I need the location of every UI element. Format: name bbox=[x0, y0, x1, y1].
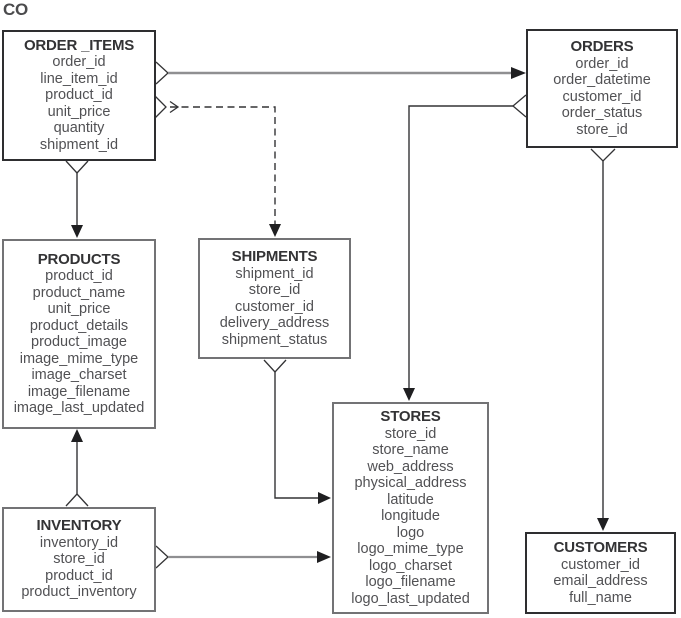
field-customer-id: customer_id bbox=[235, 298, 314, 315]
field-logo-last-updated: logo_last_updated bbox=[351, 590, 470, 607]
relationship-inventory-products[interactable] bbox=[65, 429, 89, 507]
field-email-address: email_address bbox=[553, 573, 648, 589]
crow-foot-icon[interactable] bbox=[154, 95, 167, 119]
relationship-line[interactable] bbox=[274, 372, 323, 499]
crow-foot-icon[interactable] bbox=[155, 545, 169, 569]
field-latitude: latitude bbox=[387, 491, 434, 508]
field-quantity: quantity bbox=[53, 120, 105, 137]
field-product-id: product_id bbox=[45, 268, 113, 284]
relationship-orders-stores[interactable] bbox=[403, 94, 527, 401]
field-product-image: product_image bbox=[31, 334, 127, 350]
crow-foot-icon[interactable] bbox=[155, 61, 169, 85]
arrowhead-icon[interactable] bbox=[269, 224, 281, 237]
entity-title: PRODUCTS bbox=[37, 250, 121, 268]
field-line-item-id: line_item_id bbox=[40, 70, 118, 87]
field-delivery-address: delivery_address bbox=[219, 315, 330, 331]
field-logo-charset: logo_charset bbox=[368, 557, 453, 574]
field-product-id: product_id bbox=[45, 87, 113, 104]
field-customer-id: customer_id bbox=[562, 88, 642, 105]
entity-orders[interactable]: ORDERS order_id order_datetime customer_… bbox=[526, 29, 678, 148]
entity-title: CUSTOMERS bbox=[553, 539, 648, 556]
field-shipment-id: shipment_id bbox=[235, 265, 314, 282]
field-web-address: web_address bbox=[367, 458, 454, 475]
field-shipment-status: shipment_status bbox=[221, 331, 328, 348]
field-image-mime-type: image_mime_type bbox=[19, 350, 139, 367]
entity-title: ORDERS bbox=[570, 38, 634, 55]
diagram-title: CO bbox=[3, 0, 28, 19]
field-product-details: product_details bbox=[29, 317, 129, 334]
field-image-last-updated: image_last_updated bbox=[13, 400, 145, 416]
relationship-inventory-stores[interactable] bbox=[155, 545, 331, 569]
field-product-id: product_id bbox=[45, 567, 113, 584]
relationship-shipments-stores[interactable] bbox=[263, 359, 331, 504]
field-order-status: order_status bbox=[561, 105, 643, 121]
field-image-filename: image_filename bbox=[27, 383, 131, 400]
relationship-order-items-shipments[interactable] bbox=[154, 95, 281, 237]
arrowhead-icon[interactable] bbox=[71, 429, 83, 442]
crow-foot-icon[interactable] bbox=[263, 359, 287, 373]
field-order-datetime: order_datetime bbox=[553, 72, 651, 88]
entity-title: INVENTORY bbox=[36, 517, 122, 535]
crow-foot-icon[interactable] bbox=[65, 493, 89, 507]
field-order-id: order_id bbox=[575, 55, 629, 72]
field-unit-price: unit_price bbox=[47, 103, 111, 120]
field-store-id: store_id bbox=[576, 121, 628, 138]
entity-shipments[interactable]: SHIPMENTS shipment_id store_id customer_… bbox=[198, 238, 351, 359]
field-logo-filename: logo_filename bbox=[365, 574, 456, 590]
field-logo-mime-type: logo_mime_type bbox=[357, 541, 464, 557]
field-store-name: store_name bbox=[372, 442, 449, 458]
field-product-inventory: product_inventory bbox=[21, 584, 137, 601]
crow-foot-icon[interactable] bbox=[65, 160, 89, 174]
relationship-order-items-products[interactable] bbox=[65, 160, 89, 238]
entity-title: ORDER _ITEMS bbox=[23, 36, 135, 54]
crow-foot-icon[interactable] bbox=[590, 148, 616, 162]
relationship-line[interactable] bbox=[170, 106, 276, 229]
field-full-name: full_name bbox=[569, 589, 632, 606]
field-customer-id: customer_id bbox=[561, 556, 640, 573]
entity-order-items[interactable]: ORDER _ITEMS order_id line_item_id produ… bbox=[2, 30, 156, 161]
entity-products[interactable]: PRODUCTS product_id product_name unit_pr… bbox=[2, 239, 156, 429]
field-product-name: product_name bbox=[32, 284, 126, 301]
relationship-line[interactable] bbox=[408, 105, 513, 393]
open-arrow-icon[interactable] bbox=[169, 100, 180, 114]
field-order-id: order_id bbox=[52, 54, 106, 71]
field-logo: logo bbox=[396, 524, 425, 541]
field-shipment-id: shipment_id bbox=[39, 136, 119, 153]
entity-stores[interactable]: STORES store_id store_name web_address p… bbox=[332, 402, 489, 614]
field-store-id: store_id bbox=[384, 425, 437, 442]
entity-title: SHIPMENTS bbox=[231, 248, 318, 265]
arrowhead-icon[interactable] bbox=[511, 67, 526, 79]
arrowhead-icon[interactable] bbox=[71, 225, 83, 238]
field-store-id: store_id bbox=[53, 551, 105, 568]
arrowhead-icon[interactable] bbox=[403, 388, 415, 401]
arrowhead-icon[interactable] bbox=[597, 518, 609, 531]
field-unit-price: unit_price bbox=[47, 301, 111, 317]
field-inventory-id: inventory_id bbox=[39, 534, 119, 551]
crow-foot-icon[interactable] bbox=[511, 94, 527, 118]
field-store-id: store_id bbox=[248, 282, 301, 298]
entity-title: STORES bbox=[380, 408, 441, 425]
field-longitude: longitude bbox=[381, 508, 440, 524]
relationship-order-items-orders[interactable] bbox=[155, 61, 526, 85]
arrowhead-icon[interactable] bbox=[318, 492, 331, 504]
field-image-charset: image_charset bbox=[31, 367, 127, 383]
arrowhead-icon[interactable] bbox=[317, 551, 331, 563]
field-physical-address: physical_address bbox=[354, 475, 467, 491]
entity-inventory[interactable]: INVENTORY inventory_id store_id product_… bbox=[2, 507, 156, 612]
entity-customers[interactable]: CUSTOMERS customer_id email_address full… bbox=[525, 532, 676, 614]
relationship-orders-customers[interactable] bbox=[590, 148, 616, 531]
